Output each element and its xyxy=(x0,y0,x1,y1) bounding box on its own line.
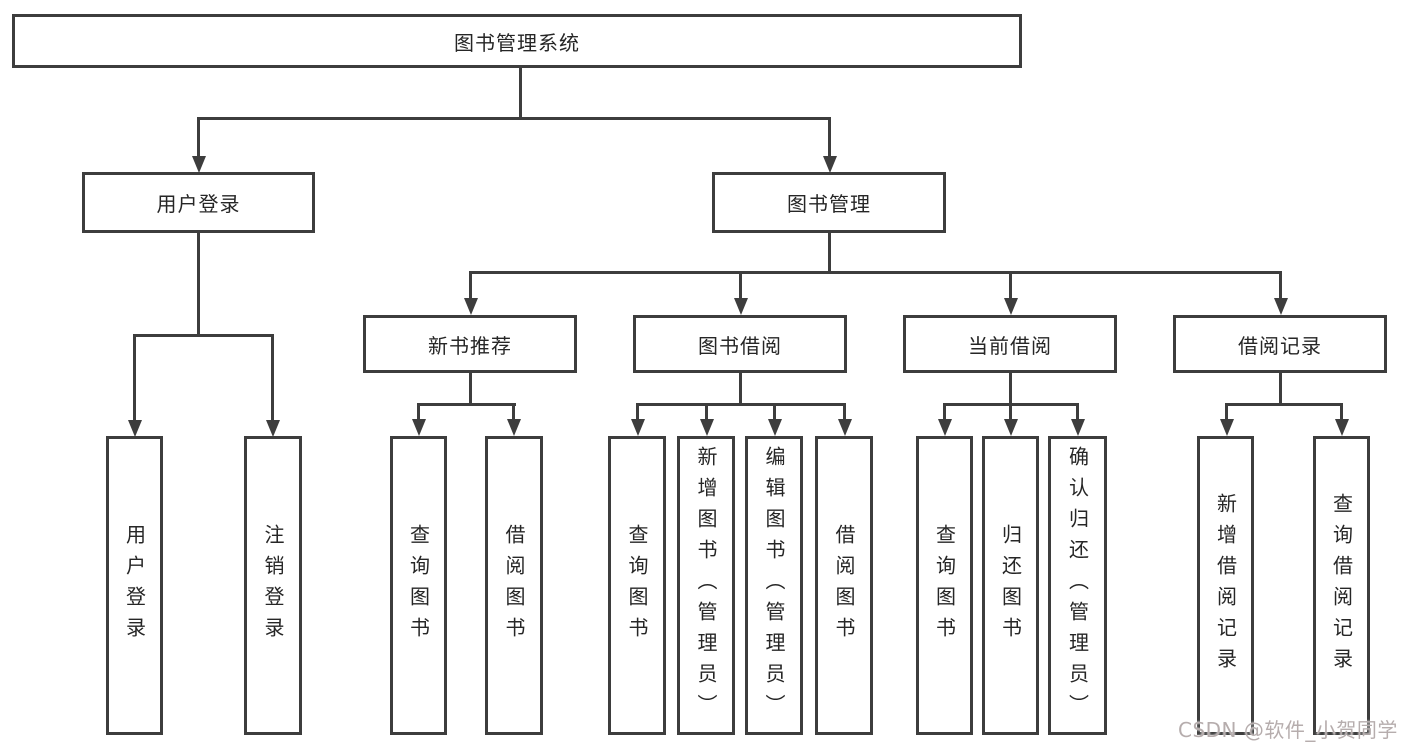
connector-drop-records xyxy=(1279,271,1282,299)
node-book-borrow: 图书借阅 xyxy=(633,315,847,373)
leaf-label: 查询图书 xyxy=(625,523,649,648)
arrowhead-down-icon xyxy=(631,419,645,436)
node-label: 新书推荐 xyxy=(428,333,512,358)
leaf-query-borrow-record: 查询借阅记录 xyxy=(1313,436,1370,735)
connector-drop-leaf xyxy=(1009,403,1012,420)
node-label: 图书管理系统 xyxy=(454,30,580,55)
connector-drop-leaf xyxy=(705,403,708,420)
connector-book-mgmt-bus xyxy=(469,271,1281,274)
arrowhead-down-icon xyxy=(1004,419,1018,436)
node-borrow-records: 借阅记录 xyxy=(1173,315,1387,373)
arrowhead-down-icon xyxy=(192,156,206,173)
arrowhead-down-icon xyxy=(507,419,521,436)
leaf-user-login: 用户登录 xyxy=(106,436,163,735)
node-label: 图书管理 xyxy=(787,192,871,216)
csdn-watermark: CSDN @软件_小贺同学 xyxy=(1178,718,1398,742)
connector-drop-recommend xyxy=(469,271,472,299)
node-label: 用户登录 xyxy=(156,192,241,216)
connector-recommend-bus xyxy=(417,403,516,406)
node-book-management: 图书管理 xyxy=(712,172,946,233)
leaf-label: 新增图书（管理员） xyxy=(694,446,718,725)
arrowhead-down-icon xyxy=(823,156,837,173)
connector-drop-leaf xyxy=(1340,403,1343,420)
leaf-label: 借阅图书 xyxy=(832,523,856,648)
leaf-query-books-borrow: 查询图书 xyxy=(608,436,666,735)
connector-records-stem xyxy=(1279,373,1282,406)
connector-drop-user-login xyxy=(197,117,200,157)
connector-user-login-stem xyxy=(197,233,200,337)
connector-drop-leaf xyxy=(1076,403,1079,420)
leaf-label: 查询图书 xyxy=(932,523,957,648)
arrowhead-down-icon xyxy=(938,419,952,436)
leaf-label: 编辑图书（管理员） xyxy=(762,446,786,725)
arrowhead-down-icon xyxy=(1220,419,1234,436)
arrowhead-down-icon xyxy=(1071,419,1085,436)
arrowhead-down-icon xyxy=(1004,298,1018,315)
connector-drop-book-management xyxy=(828,117,831,157)
leaf-label: 新增借阅记录 xyxy=(1213,492,1238,679)
arrowhead-down-icon xyxy=(128,420,142,437)
arrowhead-down-icon xyxy=(734,298,748,315)
leaf-add-borrow-record: 新增借阅记录 xyxy=(1197,436,1254,735)
connector-borrow-bus xyxy=(636,403,846,406)
leaf-borrow-books: 借阅图书 xyxy=(815,436,873,735)
leaf-return-books: 归还图书 xyxy=(982,436,1039,735)
arrowhead-down-icon xyxy=(838,419,852,436)
arrowhead-down-icon xyxy=(266,420,280,437)
connector-drop-leaf xyxy=(271,334,274,421)
leaf-label: 用户登录 xyxy=(122,523,147,648)
connector-drop-leaf xyxy=(636,403,639,420)
connector-drop-leaf xyxy=(512,403,515,420)
arrowhead-down-icon xyxy=(1274,298,1288,315)
leaf-confirm-return-admin: 确认归还（管理员） xyxy=(1048,436,1107,735)
arrowhead-down-icon xyxy=(768,419,782,436)
connector-drop-leaf xyxy=(133,334,136,421)
leaf-label: 查询图书 xyxy=(406,523,431,648)
leaf-logout: 注销登录 xyxy=(244,436,302,735)
leaf-label: 确认归还（管理员） xyxy=(1065,446,1090,725)
leaf-edit-books-admin: 编辑图书（管理员） xyxy=(745,436,803,735)
leaf-query-books-recommend: 查询图书 xyxy=(390,436,447,735)
arrowhead-down-icon xyxy=(464,298,478,315)
connector-current-stem xyxy=(1009,373,1012,406)
connector-borrow-stem xyxy=(739,373,742,406)
leaf-add-books-admin: 新增图书（管理员） xyxy=(677,436,735,735)
node-label: 当前借阅 xyxy=(968,333,1052,358)
connector-root-stem xyxy=(519,68,522,119)
node-label: 借阅记录 xyxy=(1238,333,1322,358)
leaf-label: 借阅图书 xyxy=(502,523,526,648)
connector-drop-leaf xyxy=(417,403,420,420)
connector-drop-current xyxy=(1009,271,1012,299)
node-label: 图书借阅 xyxy=(698,333,782,358)
node-current-borrow: 当前借阅 xyxy=(903,315,1117,373)
arrowhead-down-icon xyxy=(412,419,426,436)
node-user-login: 用户登录 xyxy=(82,172,315,233)
leaf-label: 查询借阅记录 xyxy=(1329,492,1354,679)
arrowhead-down-icon xyxy=(1335,419,1349,436)
arrowhead-down-icon xyxy=(700,419,714,436)
connector-drop-leaf xyxy=(843,403,846,420)
connector-drop-leaf xyxy=(1225,403,1228,420)
connector-book-mgmt-stem xyxy=(828,233,831,274)
leaf-label: 注销登录 xyxy=(261,523,285,648)
leaf-query-books-current: 查询图书 xyxy=(916,436,973,735)
connector-drop-leaf xyxy=(773,403,776,420)
connector-user-login-bus xyxy=(133,334,273,337)
node-root-library-management-system: 图书管理系统 xyxy=(12,14,1022,68)
leaf-borrow-books-recommend: 借阅图书 xyxy=(485,436,543,735)
connector-records-bus xyxy=(1225,403,1343,406)
node-new-book-recommend: 新书推荐 xyxy=(363,315,577,373)
connector-drop-borrow xyxy=(739,271,742,299)
connector-root-bus xyxy=(197,117,831,120)
leaf-label: 归还图书 xyxy=(998,523,1023,648)
connector-recommend-stem xyxy=(469,373,472,406)
connector-drop-leaf xyxy=(943,403,946,420)
